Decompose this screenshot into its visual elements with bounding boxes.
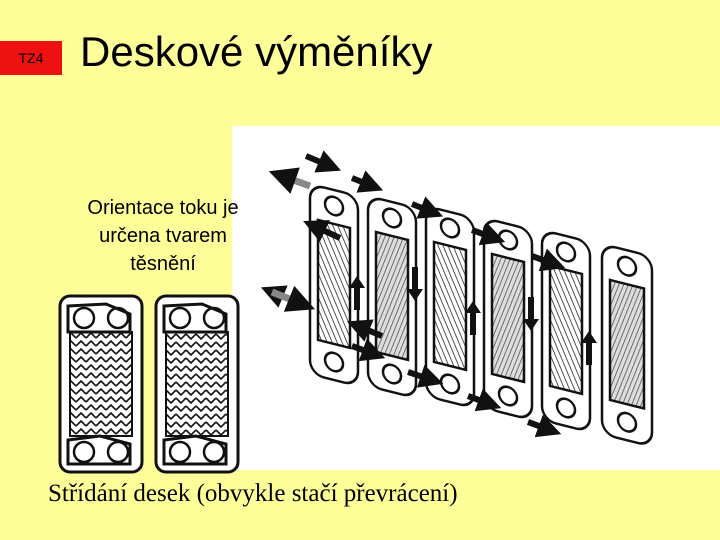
note-line-1: Orientace toku je bbox=[60, 194, 266, 222]
slide-caption: Střídání desek (obvykle stačí převrácení… bbox=[48, 480, 458, 508]
note-line-3: těsnění bbox=[60, 250, 266, 278]
plate-exchanger-illustration bbox=[232, 126, 720, 470]
gasket-plate-right bbox=[156, 296, 238, 472]
gasket-plate-left bbox=[60, 296, 142, 472]
gasket-plates-illustration bbox=[56, 292, 246, 476]
slide-number-text: TZ4 bbox=[19, 50, 44, 66]
note-line-2: určena tvarem bbox=[60, 222, 266, 250]
slide-title: Deskové výměníky bbox=[80, 28, 432, 76]
slide-number-badge: TZ4 bbox=[0, 41, 62, 75]
flow-orientation-note: Orientace toku je určena tvarem těsnění bbox=[60, 194, 266, 278]
